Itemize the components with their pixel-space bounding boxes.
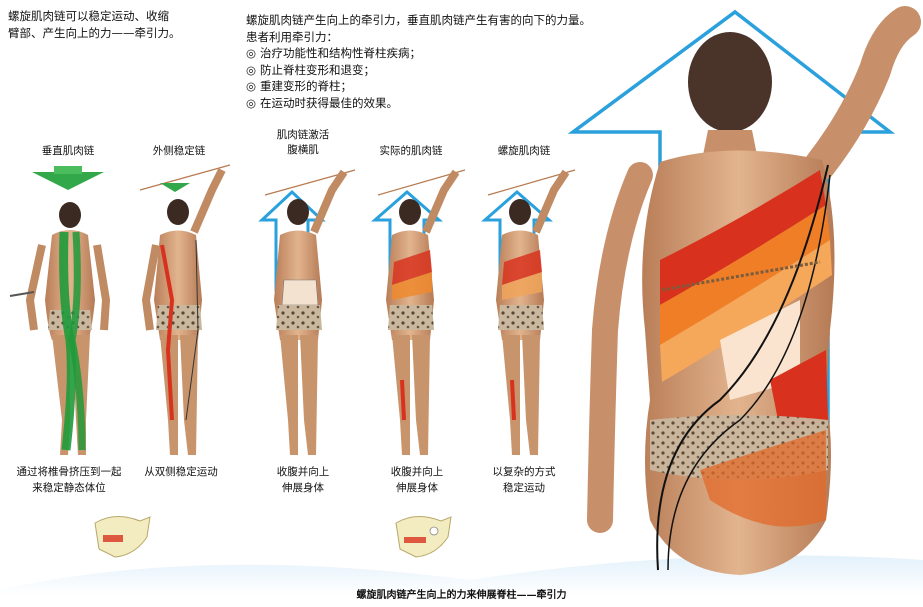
figure-label: 螺旋肌肉链 — [497, 145, 551, 157]
benefit-item: ◎重建变形的脊柱； — [246, 79, 352, 93]
figure-large-spiral — [567, 6, 921, 575]
figure-label: 实际的肌肉链 — [379, 145, 443, 157]
figure-transversus-activation — [258, 169, 356, 455]
ground-curve — [0, 555, 923, 595]
benefit-item: ◎防止脊柱变形和退变； — [246, 62, 375, 77]
benefit-item: ◎治疗功能性和结构性脊柱疾病； — [246, 46, 421, 60]
description-sub: 患者利用牵引力： — [246, 29, 338, 44]
figure-lateral-chain — [139, 164, 231, 455]
figure-caption: 通过将椎骨挤压到一起 来稳定静态体位 — [16, 466, 122, 494]
figure-label: 外侧稳定链 — [152, 145, 206, 157]
figure-caption: 从双侧稳定运动 — [144, 466, 218, 478]
intro-line: 螺旋肌肉链可以稳定运动、收缩 — [8, 9, 169, 23]
description-block: 螺旋肌肉链产生向上的牵引力，垂直肌肉链产生有害的向下的力量。 患者利用牵引力： … — [246, 12, 626, 111]
figure-actual-chain — [371, 169, 466, 455]
down-arrow-icon — [160, 183, 190, 192]
intro-line: 臂部、产生向上的力——牵引力。 — [8, 26, 181, 40]
figure-caption: 收腹并向上 伸展身体 — [276, 466, 330, 494]
figure-caption: 以复杂的方式 稳定运动 — [492, 466, 556, 494]
figure-label: 肌肉链激活 腹横肌 — [276, 129, 330, 156]
bottom-caption: 螺旋肌肉链产生向上的力来伸展脊柱——牵引力 — [356, 590, 567, 601]
figure-label: 垂直肌肉链 — [41, 145, 95, 157]
description-heading: 螺旋肌肉链产生向上的牵引力，垂直肌肉链产生有害的向下的力量。 — [246, 13, 591, 27]
intro-text: 螺旋肌肉链可以稳定运动、收缩 臂部、产生向上的力——牵引力。 — [8, 8, 218, 42]
figure-caption: 收腹并向上 伸展身体 — [390, 466, 444, 494]
figure-spiral-chain — [481, 169, 576, 455]
down-arrow-icon — [32, 172, 104, 190]
benefit-item: ◎在运动时获得最佳的效果。 — [246, 95, 398, 110]
figure-vertical-chain — [9, 166, 111, 455]
vertebra-icon — [395, 516, 452, 558]
vertebra-icon — [94, 516, 151, 558]
